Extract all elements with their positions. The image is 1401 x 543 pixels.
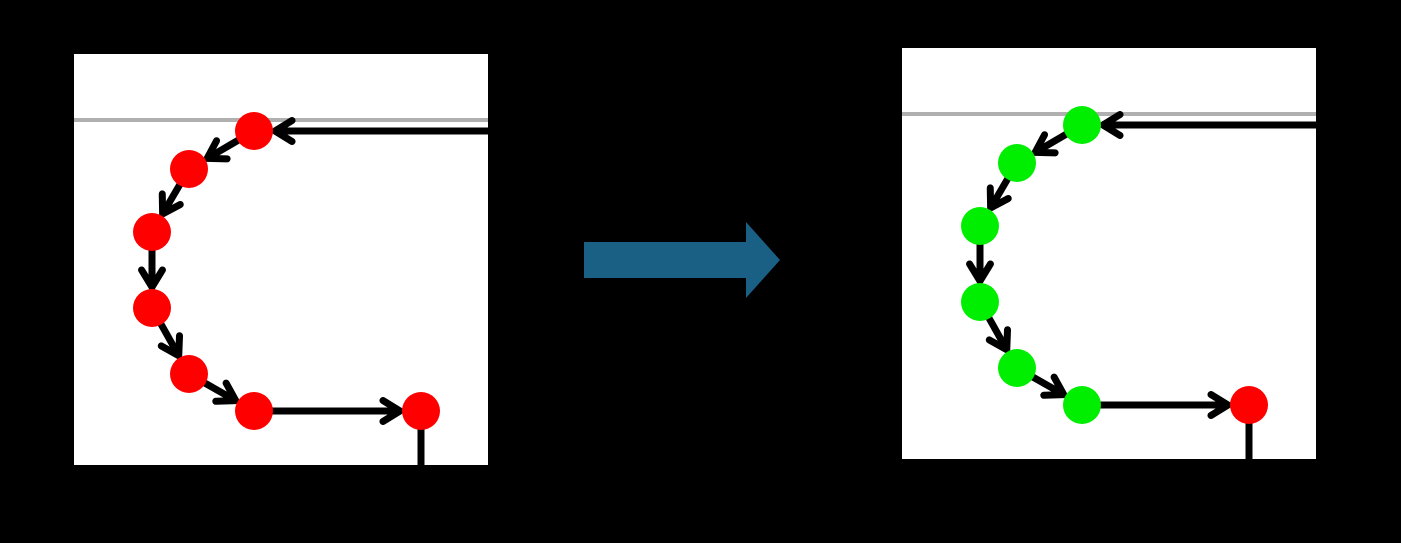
edge-2	[986, 175, 1012, 212]
node-1	[235, 112, 273, 150]
node-7	[402, 392, 440, 430]
node-6	[1063, 386, 1101, 424]
edge-3-head	[966, 260, 994, 285]
edge-1	[1031, 130, 1070, 157]
node-4	[133, 289, 171, 327]
node-7	[1230, 386, 1268, 424]
edge-3	[138, 249, 166, 291]
node-1	[1063, 106, 1101, 144]
after-panel	[902, 48, 1316, 459]
right-arrow-icon	[584, 222, 780, 298]
edge-6	[1099, 391, 1232, 419]
before-panel	[74, 54, 488, 465]
node-6	[235, 392, 273, 430]
edge-1-head	[203, 137, 231, 163]
right-arrow-shape	[584, 222, 780, 298]
incoming-edge-head	[271, 117, 296, 145]
edge-4-head	[985, 326, 1012, 354]
edge-4	[985, 315, 1012, 354]
edge-4	[157, 321, 184, 360]
incoming-edge	[271, 117, 488, 145]
node-5	[998, 349, 1036, 387]
edge-3	[966, 243, 994, 285]
node-4	[961, 283, 999, 321]
edge-4-head	[157, 332, 184, 360]
edge-5-head	[1040, 373, 1068, 399]
edge-1	[203, 136, 242, 163]
edge-5-head	[212, 379, 240, 405]
edge-2	[158, 181, 184, 218]
edge-2-head	[158, 190, 184, 218]
edge-5	[1030, 373, 1068, 399]
incoming-edge	[1099, 111, 1316, 139]
edge-6	[271, 397, 404, 425]
node-3	[133, 213, 171, 251]
node-2	[170, 150, 208, 188]
after-graph	[902, 106, 1316, 459]
edge-6-head	[379, 397, 404, 425]
edge-3-head	[138, 266, 166, 291]
before-graph	[74, 112, 488, 465]
edge-5	[202, 379, 240, 405]
incoming-edge-head	[1099, 111, 1124, 139]
node-3	[961, 207, 999, 245]
node-2	[998, 144, 1036, 182]
edge-1-head	[1031, 131, 1059, 157]
node-5	[170, 355, 208, 393]
edge-2-head	[986, 184, 1012, 212]
edge-6-head	[1207, 391, 1232, 419]
